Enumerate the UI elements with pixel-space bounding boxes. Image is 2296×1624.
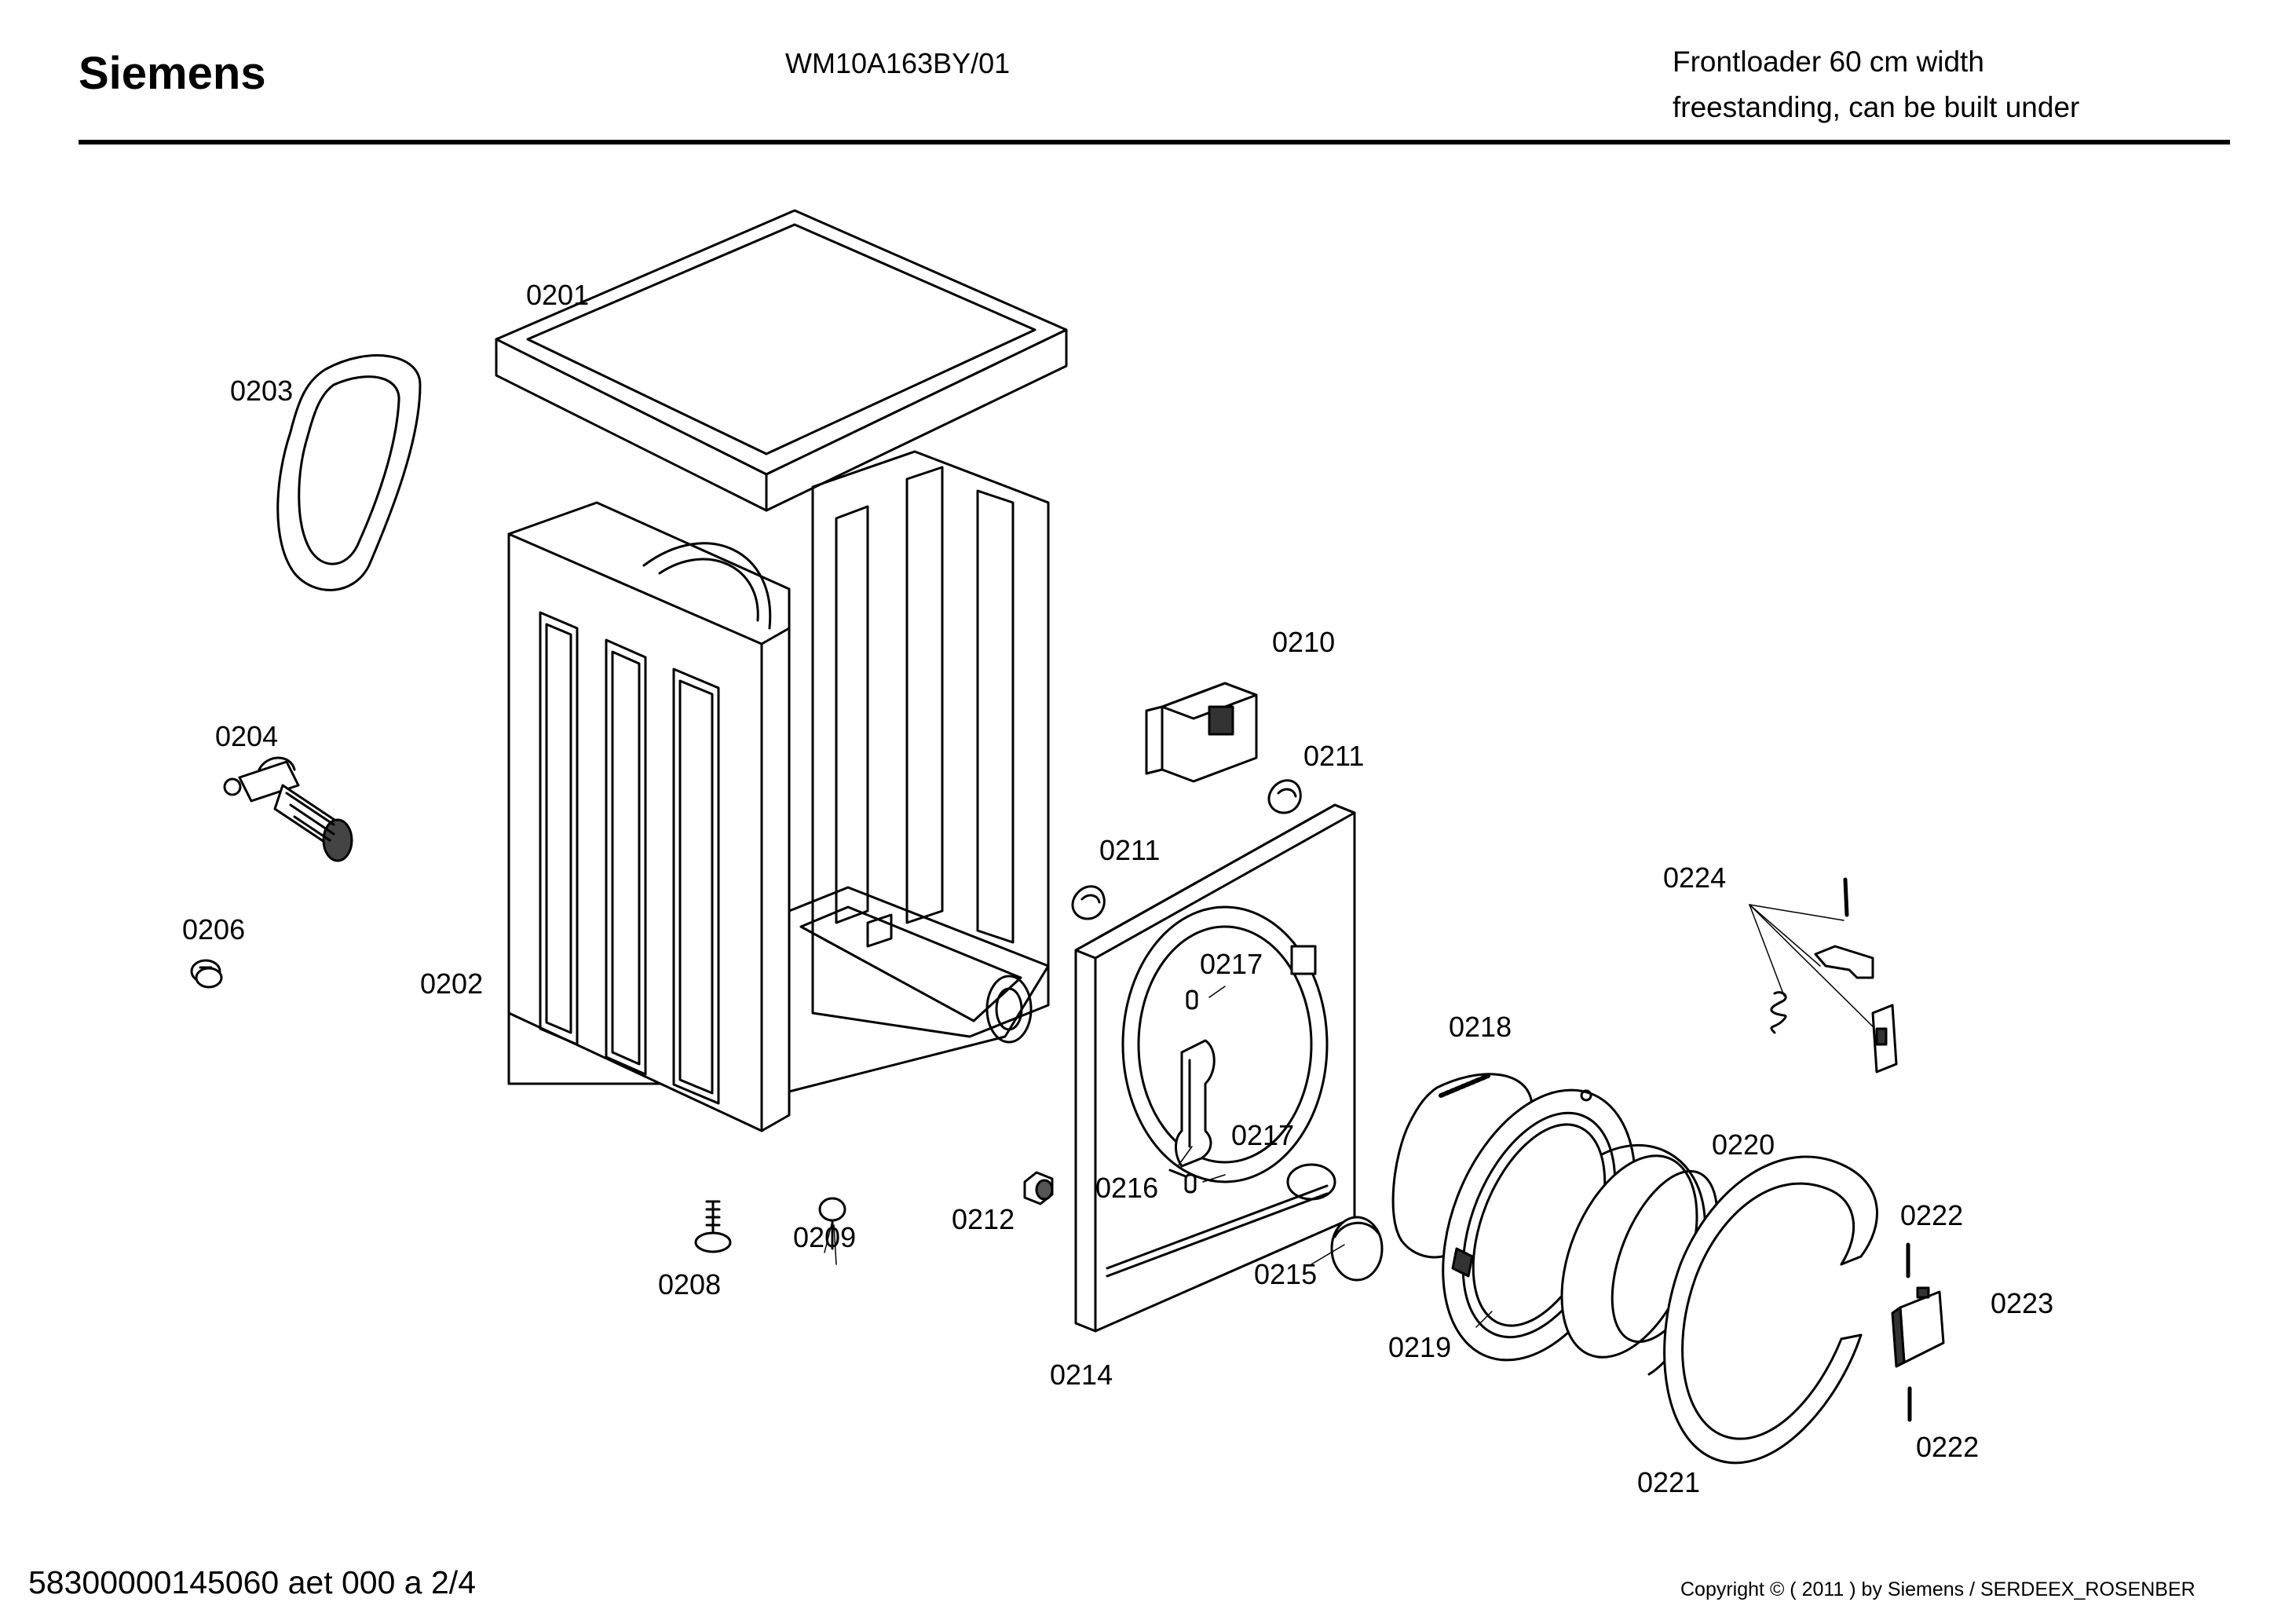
label-0218: 0218 (1449, 1011, 1512, 1043)
part-0202-cabinet (507, 450, 1050, 1132)
document-code: 58300000145060 aet 000 a 2/4 (28, 1564, 476, 1600)
label-0203: 0203 (230, 375, 293, 407)
label-0216: 0216 (1095, 1172, 1158, 1204)
label-0206: 0206 (182, 913, 245, 946)
model-number: WM10A163BY/01 (785, 47, 1011, 79)
part-0224-door-catch-set (1749, 877, 1898, 1074)
label-0217-lower: 0217 (1231, 1119, 1294, 1151)
part-0210-door-lock (1145, 682, 1258, 783)
label-0211-upper: 0211 (1303, 740, 1364, 772)
label-0222-upper: 0222 (1900, 1199, 1963, 1231)
copyright-notice: Copyright © ( 2011 ) by Siemens / SERDEE… (1680, 1578, 2195, 1600)
label-0220: 0220 (1712, 1128, 1775, 1161)
label-0204: 0204 (215, 720, 278, 752)
part-0204-pump-filter (223, 756, 353, 862)
part-0208-foot (694, 1200, 732, 1253)
part-0214-front-panel (1074, 803, 1356, 1333)
label-0210: 0210 (1272, 626, 1335, 658)
label-0214: 0214 (1050, 1359, 1113, 1391)
part-0209-foot (818, 1197, 846, 1265)
part-0216-door-hinge (1168, 1039, 1216, 1180)
label-0224: 0224 (1663, 861, 1726, 894)
product-description-line-1: Frontloader 60 cm width (1673, 46, 1984, 78)
label-0222-lower: 0222 (1916, 1431, 1979, 1463)
label-0221: 0221 (1637, 1466, 1700, 1498)
part-0211-clip-upper (1267, 779, 1302, 814)
part-0220-door-glass (1560, 1143, 1719, 1376)
header-divider (79, 140, 2230, 144)
label-0202: 0202 (420, 967, 483, 1000)
part-0206-cap (190, 959, 223, 989)
part-0201-worktop (495, 209, 1068, 512)
label-0217-upper: 0217 (1200, 948, 1263, 980)
label-0219: 0219 (1388, 1331, 1451, 1363)
label-0223: 0223 (1991, 1287, 2053, 1319)
label-0215: 0215 (1254, 1258, 1317, 1290)
label-0212: 0212 (952, 1203, 1015, 1235)
part-0221-door-frame-outer (1663, 1155, 1878, 1465)
part-0217-spacer-upper (1186, 989, 1198, 1010)
part-0203-rear-panel (276, 354, 422, 591)
part-0215-service-flap (1330, 1216, 1384, 1282)
part-0211-clip-lower (1071, 885, 1106, 920)
label-0209: 0209 (793, 1221, 856, 1253)
part-0223-door-handle (1891, 1286, 1945, 1368)
part-labels: 0201 0202 0203 0204 0206 0208 0209 0210 … (182, 279, 2053, 1498)
label-0211-lower: 0211 (1099, 834, 1160, 866)
brand-name: Siemens (79, 48, 266, 99)
leader-lines (824, 986, 1493, 1328)
label-0201: 0201 (526, 279, 589, 311)
label-0208: 0208 (658, 1268, 721, 1300)
part-0212-fastener (1023, 1171, 1054, 1205)
part-0217-spacer-lower (1184, 1173, 1197, 1194)
product-description-line-2: freestanding, can be built under (1673, 91, 2080, 123)
